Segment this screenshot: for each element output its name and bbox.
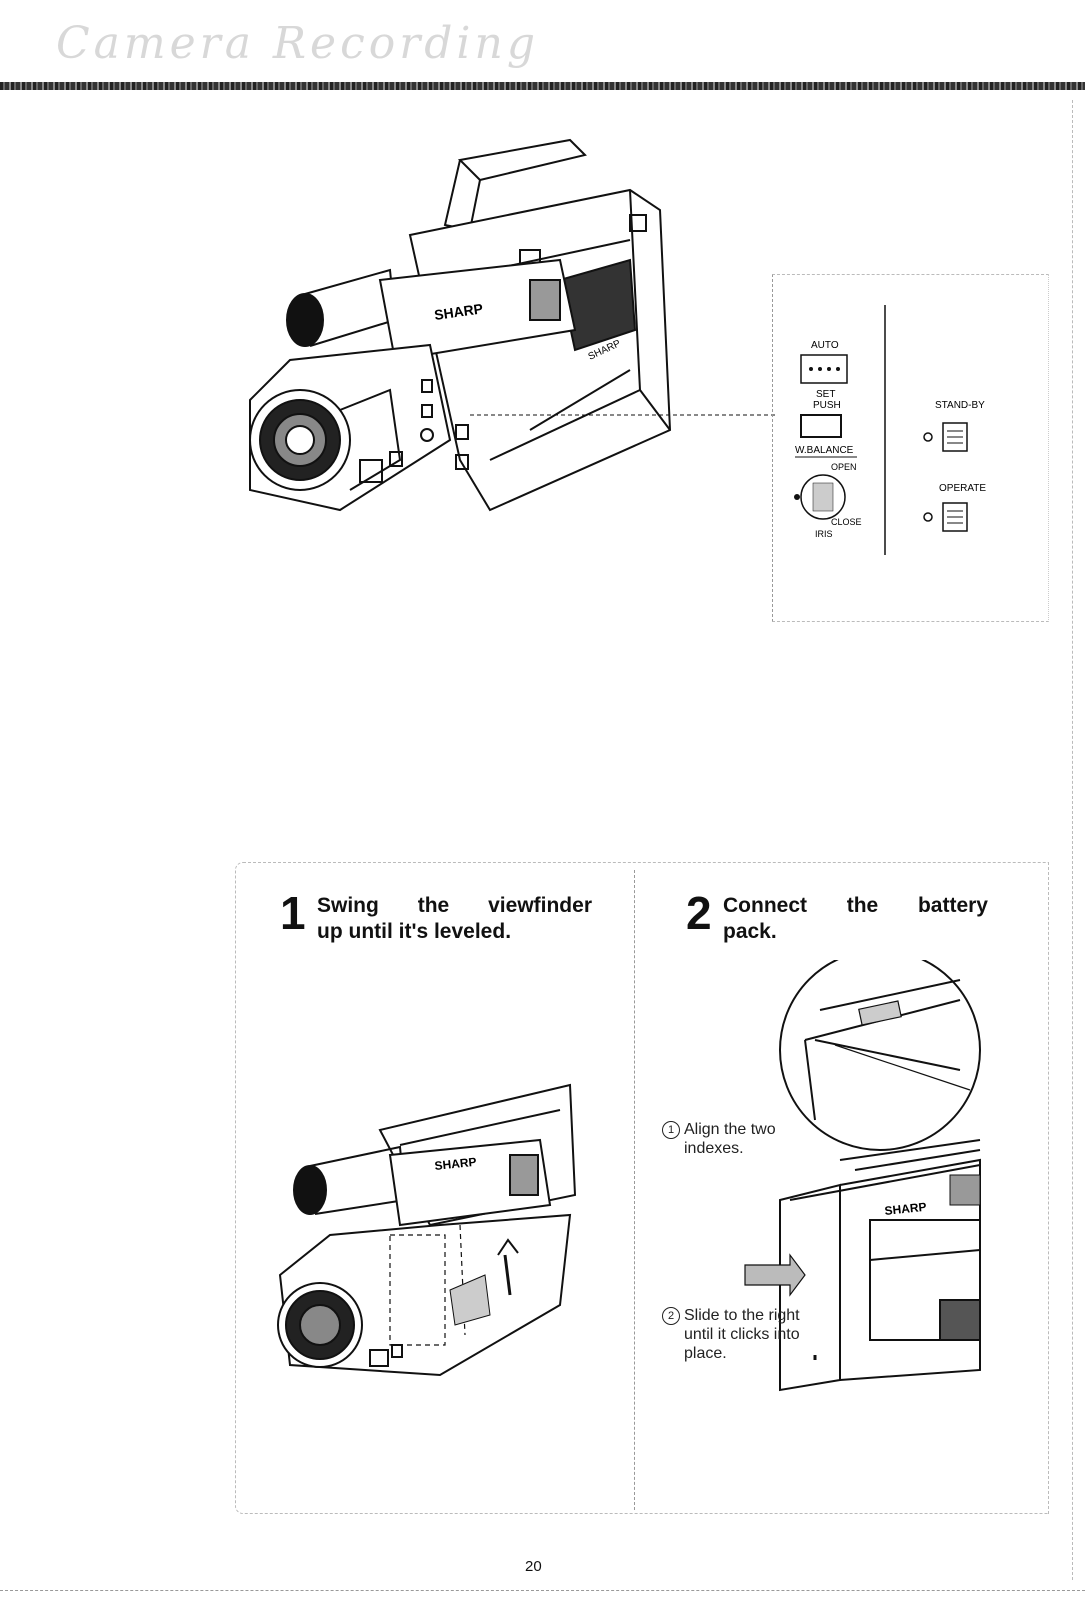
wbalance-button[interactable]: [800, 414, 842, 438]
slide-line3: place.: [684, 1345, 727, 1362]
step-divider: [634, 870, 635, 1510]
camera-brand-label: SHARP: [433, 300, 484, 323]
auto-label: AUTO: [811, 340, 839, 351]
camcorder-illustration: SHARP SHARP: [249, 138, 775, 512]
align-step-number: 1: [662, 1121, 680, 1139]
auto-set-switch[interactable]: [800, 354, 848, 384]
step-1-line1: Swing the viewfinder: [317, 894, 592, 917]
slide-line1: Slide to the right: [684, 1307, 800, 1324]
step-1-illustration: SHARP: [277, 1083, 577, 1377]
page-number: 20: [525, 1558, 542, 1575]
operate-indicator: [923, 512, 933, 522]
slide-step-number: 2: [662, 1307, 680, 1325]
standby-indicator: [923, 432, 933, 442]
step-2-number: 2: [686, 887, 712, 939]
iris-close-label: CLOSE: [831, 517, 862, 527]
step-2-line2: pack.: [723, 920, 777, 943]
align-line1: Align the two: [684, 1121, 776, 1138]
footer-rule: [0, 1590, 1085, 1591]
step-2-camera-brand: SHARP: [884, 1200, 927, 1218]
slide-line2: until it clicks into: [684, 1326, 800, 1343]
align-line2: indexes.: [684, 1140, 744, 1157]
control-panel-drawing: AUTO SET PUSH W.BALANCE OPEN CLOSE IRIS …: [794, 305, 986, 555]
push-label: PUSH: [813, 400, 841, 411]
step-2-battery-illustration: SHARP: [744, 960, 981, 1392]
step-1-line2: up until it's leveled.: [317, 920, 512, 943]
page-title: Camera Recording: [56, 18, 539, 69]
operate-label: OPERATE: [939, 483, 986, 494]
step-1-number: 1: [280, 887, 306, 939]
step-1-camera-brand: SHARP: [434, 1155, 477, 1173]
iris-label: IRIS: [815, 529, 833, 539]
set-label: SET: [816, 389, 835, 400]
iris-open-label: OPEN: [831, 462, 857, 472]
side-rule: [1072, 100, 1073, 1580]
standby-label: STAND-BY: [935, 400, 985, 411]
control-panel-detail: AUTO SET PUSH W.BALANCE OPEN CLOSE IRIS …: [772, 274, 1049, 622]
wbalance-label: W.BALANCE: [795, 445, 854, 456]
header-rule: [0, 82, 1085, 90]
step-2-line1: Connect the battery: [723, 894, 988, 917]
steps-frame: [235, 862, 1049, 1514]
